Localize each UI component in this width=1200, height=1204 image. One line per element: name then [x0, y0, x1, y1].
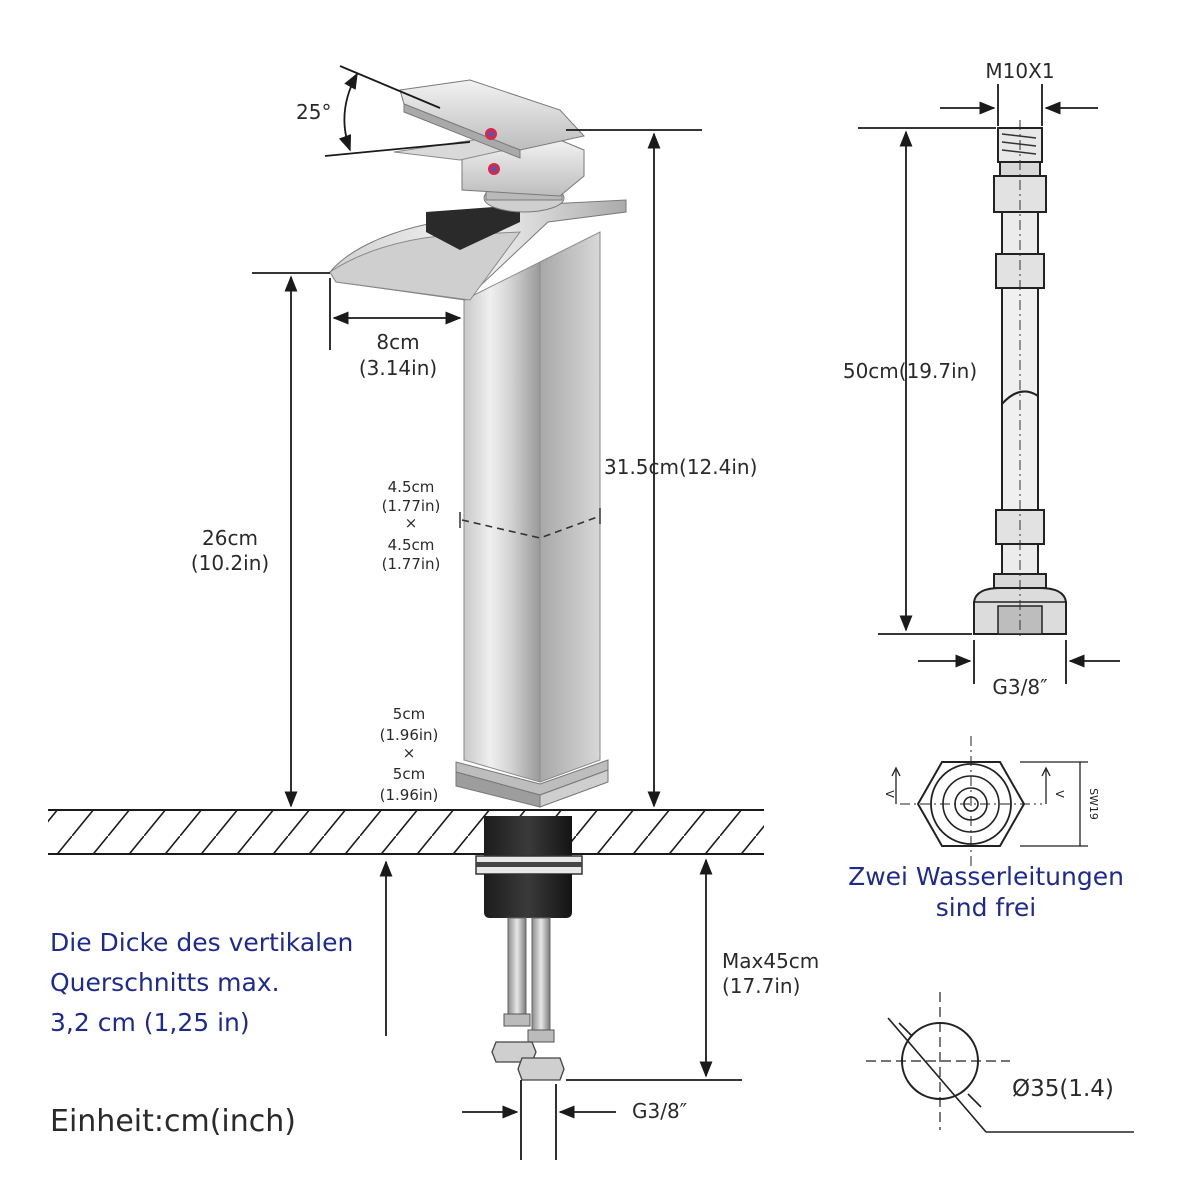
base-depth-label: 5cm	[393, 765, 425, 783]
spout-height-in-label: (10.2in)	[191, 551, 269, 575]
hose-note-line2: sind frei	[936, 893, 1037, 922]
hex-code-label: SW19	[1087, 788, 1100, 820]
neck-width-in-label: (1.77in)	[382, 497, 441, 515]
hose-connector-label: G3/8″	[992, 675, 1047, 699]
neck-depth-label: 4.5cm	[388, 536, 435, 554]
neck-width-label: 4.5cm	[388, 478, 435, 496]
base-depth-in-label: (1.96in)	[380, 786, 439, 804]
spout-depth-in-label: (3.14in)	[359, 356, 437, 380]
section-note-line3: 3,2 cm (1,25 in)	[50, 1008, 250, 1037]
spout-outlet-slot	[426, 205, 520, 250]
countertop-section	[48, 809, 764, 855]
hex-v-left-label: V	[883, 790, 896, 798]
neck-times-label: ×	[405, 514, 418, 532]
section-note-line1: Die Dicke des vertikalen	[50, 928, 353, 957]
mounting-hole-section	[866, 992, 1134, 1133]
mounting-assembly	[475, 816, 583, 1081]
body-height-label: 31.5cm(12.4in)	[604, 455, 757, 479]
max-thickness-in-label: (17.7in)	[722, 974, 800, 998]
base-width-in-label: (1.96in)	[380, 726, 439, 744]
hole-diameter-label: Ø35(1.4)	[1012, 1076, 1114, 1102]
spout-depth-label: 8cm	[376, 330, 419, 354]
faucet-illustration	[329, 79, 627, 808]
spout-height-label: 26cm	[202, 526, 258, 550]
hex-v-right-label: V	[1053, 790, 1066, 798]
hose-note-line1: Zwei Wasserleitungen	[848, 862, 1124, 891]
faucet-neck-front	[463, 261, 541, 783]
section-note-line2: Querschnitts max.	[50, 968, 280, 997]
base-width-label: 5cm	[393, 705, 425, 723]
faucet-neck-side	[539, 231, 601, 783]
base-times-label: ×	[403, 744, 416, 762]
neck-depth-in-label: (1.77in)	[382, 555, 441, 573]
unit-note: Einheit:cm(inch)	[50, 1104, 296, 1139]
neck-section-line	[461, 515, 601, 539]
supply-hose-illustration	[973, 120, 1067, 640]
hose-thread-label: M10X1	[985, 59, 1054, 83]
connector-bottom-label: G3/8″	[632, 1099, 687, 1123]
faucet-dimension-lines	[252, 65, 742, 1160]
hose-dimension-lines	[858, 84, 1120, 684]
hose-length-label: 50cm(19.7in)	[843, 359, 977, 383]
max-thickness-label: Max45cm	[722, 949, 819, 973]
angle-label: 25°	[296, 100, 331, 124]
hex-nut-section	[891, 736, 1088, 870]
